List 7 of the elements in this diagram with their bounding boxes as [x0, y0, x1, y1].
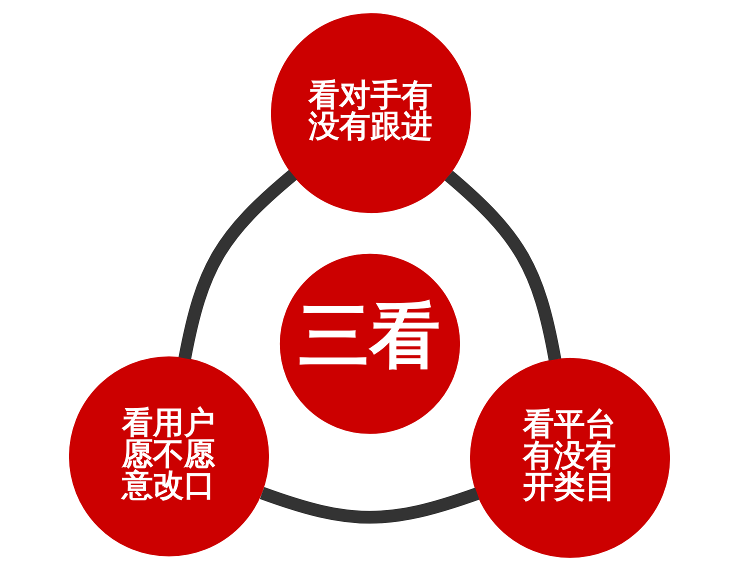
node-circle: 看对手有没有跟进 — [270, 13, 470, 214]
node-circle: 看用户愿不愿意改口 — [68, 356, 269, 556]
node-circle: 看平台有没有开类目 — [469, 358, 670, 558]
connector — [444, 170, 561, 361]
connector — [178, 170, 297, 360]
connector — [259, 486, 479, 524]
node-circle: 三看 — [279, 254, 460, 434]
